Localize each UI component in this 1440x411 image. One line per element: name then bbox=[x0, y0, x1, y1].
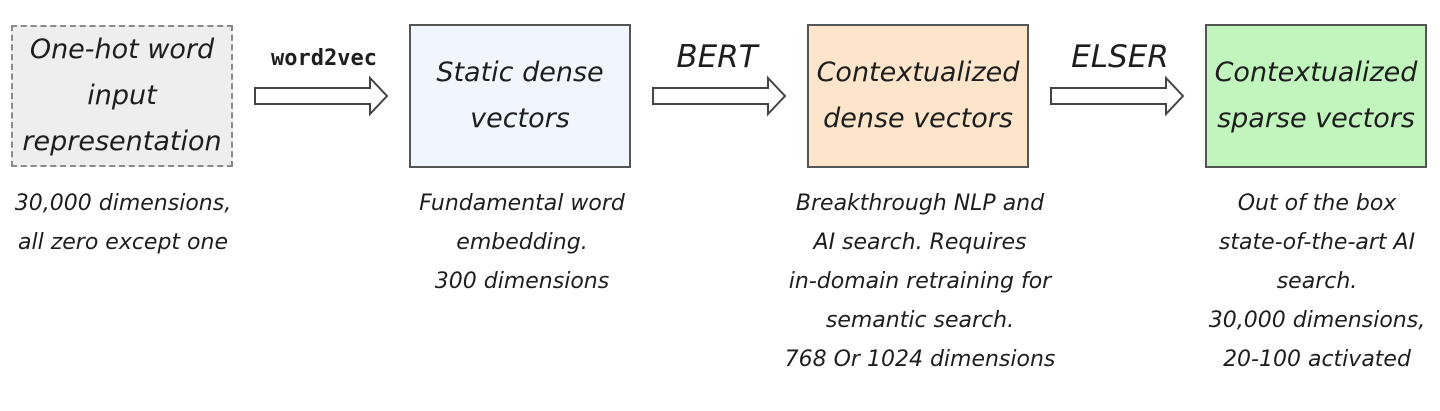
stage-1-caption: 30,000 dimensions, all zero except one bbox=[14, 191, 232, 255]
transition-1-arrow bbox=[254, 75, 389, 117]
stage-3-title: Contextualized dense vectors bbox=[816, 57, 1020, 134]
transition-1-label: word2vec bbox=[271, 46, 377, 71]
stage-4-title: Contextualized sparse vectors bbox=[1214, 57, 1418, 134]
stage-1-box: One-hot word input representation bbox=[11, 25, 233, 167]
stage-3-caption: Breakthrough NLP and AI search. Requires… bbox=[784, 191, 1056, 372]
stage-2-box: Static dense vectors bbox=[409, 24, 631, 168]
stage-4-box: Contextualized sparse vectors bbox=[1205, 24, 1427, 168]
transition-3-label: ELSER bbox=[1071, 39, 1169, 75]
stage-3-box: Contextualized dense vectors bbox=[807, 24, 1029, 168]
transition-2-arrow bbox=[652, 75, 787, 117]
stage-1-title: One-hot word input representation bbox=[22, 34, 222, 157]
stage-2-title: Static dense vectors bbox=[436, 57, 604, 134]
stage-4-caption: Out of the box state-of-the-art AI searc… bbox=[1208, 191, 1426, 372]
stage-2-caption: Fundamental word embedding. 300 dimensio… bbox=[419, 191, 625, 294]
transition-2-label: BERT bbox=[676, 39, 758, 75]
transition-3-arrow bbox=[1050, 75, 1185, 117]
